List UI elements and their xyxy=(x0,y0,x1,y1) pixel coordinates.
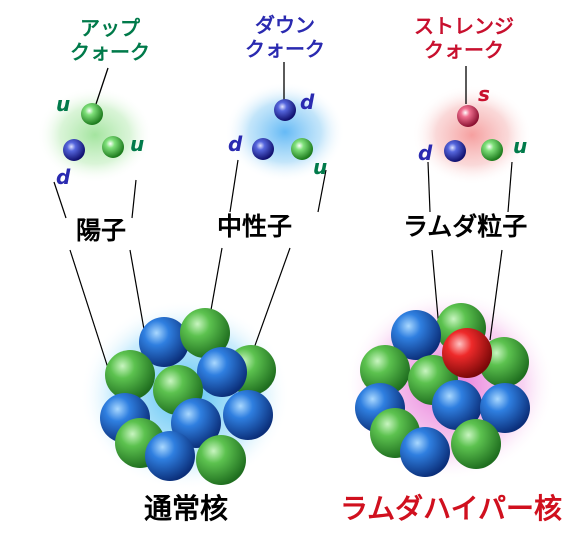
hyper-nucleus-title: ラムダハイパー核 xyxy=(340,492,563,525)
quark-symbol-proton-d: d xyxy=(56,165,71,189)
proton-sphere xyxy=(180,308,230,358)
quark-sphere-neutron-u xyxy=(291,138,313,160)
down-quark-label-line2: クォーク xyxy=(245,37,325,61)
neutron-sphere xyxy=(139,317,189,367)
quark-symbol-neutron-u: u xyxy=(313,155,328,179)
up-quark-label: アップ クォーク xyxy=(70,16,150,64)
quark-symbol-lambda-s: s xyxy=(478,82,490,106)
neutron-label: 中性子 xyxy=(217,212,293,241)
neutron-halo xyxy=(225,82,345,182)
proton-sphere xyxy=(196,435,246,485)
quark-sphere-neutron-d1 xyxy=(274,99,296,121)
quark-sphere-proton-d xyxy=(63,139,85,161)
quark-sphere-lambda-u xyxy=(481,139,503,161)
quark-symbol-neutron-d1: d xyxy=(300,90,315,114)
neutron-sphere xyxy=(432,380,482,430)
neutron-sphere xyxy=(223,390,273,440)
up-quark-pointer xyxy=(95,67,109,105)
normal-nucleus-title: 通常核 xyxy=(144,492,229,525)
hyper-nucleus xyxy=(355,303,530,477)
up-quark-label-line1: アップ xyxy=(80,16,140,40)
lambda-halo xyxy=(412,85,532,185)
neutron-sphere xyxy=(480,383,530,433)
quark-symbol-proton-u1: u xyxy=(56,92,71,116)
proton-sphere xyxy=(360,345,410,395)
quark-symbol-proton-u2: u xyxy=(130,132,145,156)
bracket-lines xyxy=(53,159,513,219)
proton-label: 陽子 xyxy=(76,216,127,245)
neutron-sphere xyxy=(400,427,450,477)
quark-sphere-proton-u1 xyxy=(81,103,103,125)
normal-nucleus xyxy=(100,308,276,485)
neutron-sphere xyxy=(197,347,247,397)
down-quark-label: ダウン クォーク xyxy=(242,13,328,61)
strange-quark-label-line1: ストレンジ xyxy=(414,14,514,38)
quark-sphere-neutron-d2 xyxy=(252,138,274,160)
proton-sphere xyxy=(105,350,155,400)
neutron-sphere xyxy=(145,431,195,481)
quark-sphere-lambda-s xyxy=(457,105,479,127)
strange-quark-label: ストレンジ クォーク xyxy=(406,14,522,62)
up-quark-label-line2: クォーク xyxy=(70,40,150,64)
proton-halo xyxy=(37,87,153,183)
proton-sphere xyxy=(451,419,501,469)
quark-symbol-neutron-d2: d xyxy=(228,132,243,156)
down-quark-label-line1: ダウン xyxy=(255,13,315,37)
strange-quark-label-line2: クォーク xyxy=(424,38,504,62)
quark-sphere-proton-u2 xyxy=(102,136,124,158)
neutron-sphere xyxy=(391,310,441,360)
quark-sphere-lambda-d xyxy=(444,140,466,162)
lambda-sphere xyxy=(442,328,492,378)
quark-symbol-lambda-d: d xyxy=(418,141,433,165)
lambda-label: ラムダ粒子 xyxy=(403,212,528,241)
quark-symbol-lambda-u: u xyxy=(513,134,528,158)
